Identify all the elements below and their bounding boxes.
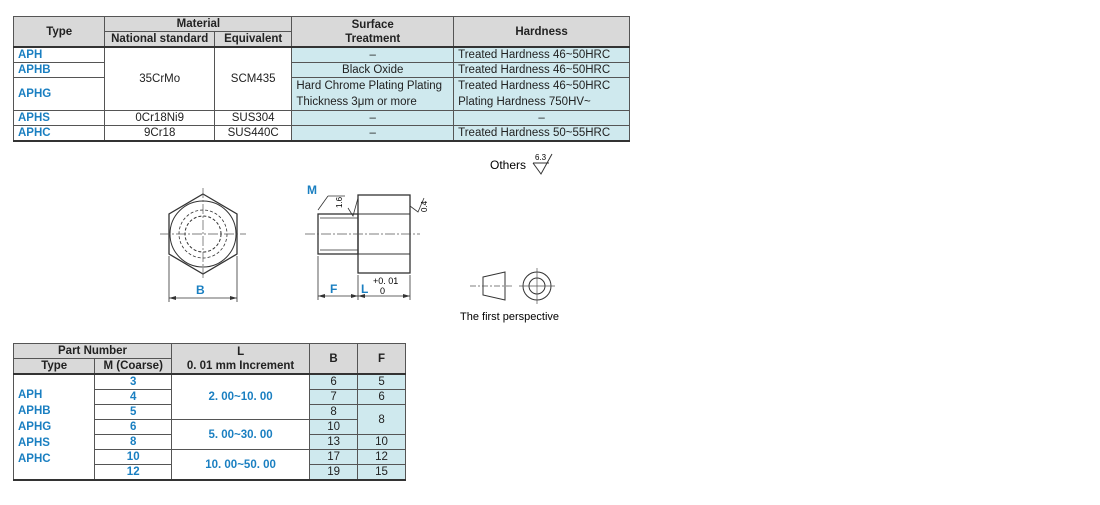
national-cell: 9Cr18 — [104, 125, 215, 142]
material-header: Material — [104, 16, 293, 32]
type-item: APHB — [18, 405, 51, 417]
dimension-b-label: B — [196, 283, 205, 297]
dimension-f-label: F — [330, 282, 337, 296]
b-cell: 6 — [309, 373, 359, 390]
equivalent-cell: SCM435 — [213, 46, 293, 111]
l-header-sub: 0. 01 mm Increment — [186, 359, 295, 372]
m-cell: 8 — [94, 434, 173, 450]
national-header: National standard — [104, 31, 215, 48]
national-cell: 35CrMo — [104, 46, 215, 111]
roughness-others-value: 6.3 — [535, 153, 547, 162]
type-cell: APH — [12, 46, 106, 63]
b-cell: 17 — [309, 449, 359, 465]
type-cell: APHS — [12, 110, 106, 126]
equivalent-cell: SUS440C — [213, 125, 293, 142]
type-cell: APHG — [12, 77, 106, 111]
type-header: Type — [12, 16, 106, 48]
hardness-cell: Treated Hardness 46~50HRC — [453, 46, 630, 63]
f-cell: 10 — [357, 434, 406, 450]
type-item: APHC — [18, 453, 51, 465]
hardness-cell: Treated Hardness 50~55HRC — [453, 125, 630, 142]
m-header: M (Coarse) — [94, 358, 173, 375]
m-cell: 3 — [94, 373, 173, 390]
type-item: APHG — [18, 421, 52, 433]
first-perspective-symbol — [470, 268, 555, 304]
perspective-label: The first perspective — [460, 311, 559, 323]
surface-line: Hard Chrome Plating Plating — [296, 80, 443, 92]
b-cell: 19 — [309, 464, 359, 481]
l-range-cell: 2. 00~10. 00 — [171, 373, 311, 420]
technical-drawing: Others 6.3 B M 1 — [160, 153, 559, 323]
b-cell: 8 — [309, 404, 359, 420]
b-cell: 13 — [309, 434, 359, 450]
hardness-line: Plating Hardness 750HV~ — [458, 96, 591, 108]
hardness-cell: Treated Hardness 46~50HRC — [453, 62, 630, 78]
roughness-2-value: 0.4 — [420, 200, 429, 212]
m-cell: 10 — [94, 449, 173, 465]
m-cell: 12 — [94, 464, 173, 481]
m-cell: 4 — [94, 389, 173, 405]
type-cell: APHB — [12, 62, 106, 78]
l-header-label: L — [237, 345, 245, 358]
surface-line: Thickness 3μm or more — [296, 96, 417, 108]
m-cell: 5 — [94, 404, 173, 420]
f-cell: 12 — [357, 449, 406, 465]
equivalent-header: Equivalent — [213, 31, 293, 48]
b-cell: 7 — [309, 389, 359, 405]
hardness-cell: – — [453, 110, 630, 126]
f-cell: 6 — [357, 389, 406, 405]
f-cell: 15 — [357, 464, 406, 481]
surface-cell: – — [291, 125, 455, 142]
others-label: Others — [490, 158, 526, 172]
part-number-header: Part Number — [12, 343, 173, 359]
tolerance-zero: 0 — [380, 286, 385, 296]
type-cell: APHC — [12, 125, 106, 142]
hex-front-view — [160, 188, 246, 302]
material-table: Type Material Surface Treatment Hardness… — [12, 16, 630, 142]
l-range-cell: 5. 00~30. 00 — [171, 419, 311, 450]
l-range-cell: 10. 00~50. 00 — [171, 449, 311, 481]
b-header: B — [309, 343, 359, 375]
type-item: APH — [18, 389, 43, 401]
dimension-m-label: M — [307, 183, 317, 197]
tolerance-plus: +0. 01 — [373, 276, 398, 286]
f-header: F — [357, 343, 406, 375]
roughness-1-value: 1.6 — [335, 196, 344, 208]
type-item: APHS — [18, 437, 50, 449]
surface-header: Surface Treatment — [291, 16, 455, 48]
m-cell: 6 — [94, 419, 173, 435]
dimension-l-label: L — [361, 282, 368, 296]
type-header: Type — [12, 358, 96, 375]
surface-cell: Black Oxide — [291, 62, 455, 78]
type-list: APH APHB APHG APHS APHC — [12, 373, 96, 481]
f-cell: 5 — [357, 373, 406, 390]
side-view — [305, 194, 425, 300]
national-cell: 0Cr18Ni9 — [104, 110, 215, 126]
hardness-line: Treated Hardness 46~50HRC — [458, 80, 611, 92]
b-cell: 10 — [309, 419, 359, 435]
hardness-header: Hardness — [453, 16, 630, 48]
equivalent-cell: SUS304 — [213, 110, 293, 126]
surface-cell: – — [291, 110, 455, 126]
hardness-cell: Treated Hardness 46~50HRC Plating Hardnes… — [453, 77, 630, 111]
roughness-symbol — [532, 153, 553, 175]
f-cell: 8 — [357, 404, 406, 435]
surface-cell: – — [291, 46, 455, 63]
